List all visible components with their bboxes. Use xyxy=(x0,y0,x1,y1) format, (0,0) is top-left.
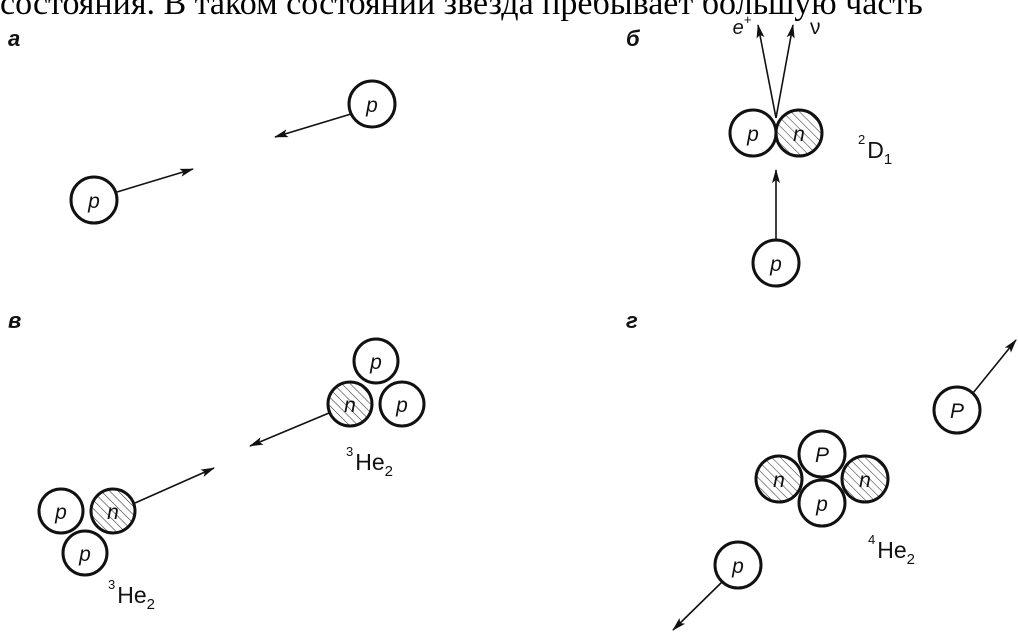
proton-motion-arrow xyxy=(274,113,352,138)
helium3-formula: 3He2 xyxy=(346,444,393,480)
neutron-circle xyxy=(89,487,137,535)
proton-label: p xyxy=(746,123,759,146)
cropped-text-line: состояния. В таком состоянии звезда преб… xyxy=(0,0,923,22)
neutron-label: n xyxy=(344,394,356,417)
proton-label: p xyxy=(395,394,408,417)
neutrino-arrow xyxy=(775,24,795,119)
proton-label: p xyxy=(731,555,744,578)
proton-circle xyxy=(797,429,847,479)
proton-label: P xyxy=(815,444,829,467)
proton-circle xyxy=(69,175,119,225)
neutron-label: n xyxy=(859,469,871,492)
neutron-circle xyxy=(754,454,804,504)
proton-label: p xyxy=(369,351,382,374)
panel-v: в p n p 3He2 p n p 3He2 xyxy=(8,308,426,613)
neutrino-symbol: ν xyxy=(810,16,821,39)
proton-circle xyxy=(932,385,982,435)
proton-circle xyxy=(797,478,847,528)
proton-escape-arrow xyxy=(972,339,1017,394)
panel-g: г P n n p 4He2 P p xyxy=(626,308,1017,631)
helium3-formula: 3He2 xyxy=(108,577,155,613)
proton-label: p xyxy=(769,253,782,276)
neutron-circle xyxy=(774,108,824,158)
helium4-formula: 4He2 xyxy=(868,532,915,568)
panel-b: б p n e+ ν 2D1 p xyxy=(626,12,892,288)
positron-symbol: e+ xyxy=(733,12,752,39)
proton-label: P xyxy=(950,400,964,423)
proton-circle xyxy=(713,540,763,590)
neutron-circle xyxy=(326,380,374,428)
proton-label: p xyxy=(815,493,828,516)
proton-circle xyxy=(378,380,426,428)
proton-label: p xyxy=(78,543,91,566)
panel-g-label: г xyxy=(626,308,638,333)
helium3-motion-arrow xyxy=(249,412,330,447)
proton-label: p xyxy=(365,94,378,117)
panel-a-label: а xyxy=(8,26,20,51)
proton-circle xyxy=(352,337,400,385)
panel-a: а p p xyxy=(8,26,397,225)
proton-escape-arrow xyxy=(672,581,723,631)
proton-circle xyxy=(347,79,397,129)
neutron-label: n xyxy=(107,501,119,524)
deuterium-formula: 2D1 xyxy=(858,132,892,168)
neutron-label: n xyxy=(773,469,785,492)
proton-circle xyxy=(61,529,109,577)
neutron-circle xyxy=(840,454,890,504)
panel-b-label: б xyxy=(626,26,641,51)
proton-circle xyxy=(37,487,85,535)
proton-motion-arrow xyxy=(116,168,194,193)
proton-label: p xyxy=(87,190,100,213)
positron-arrow xyxy=(756,24,777,119)
panel-v-label: в xyxy=(8,308,21,333)
proton-label: p xyxy=(54,501,67,524)
neutron-label: n xyxy=(793,123,805,146)
helium3-motion-arrow xyxy=(134,467,215,504)
